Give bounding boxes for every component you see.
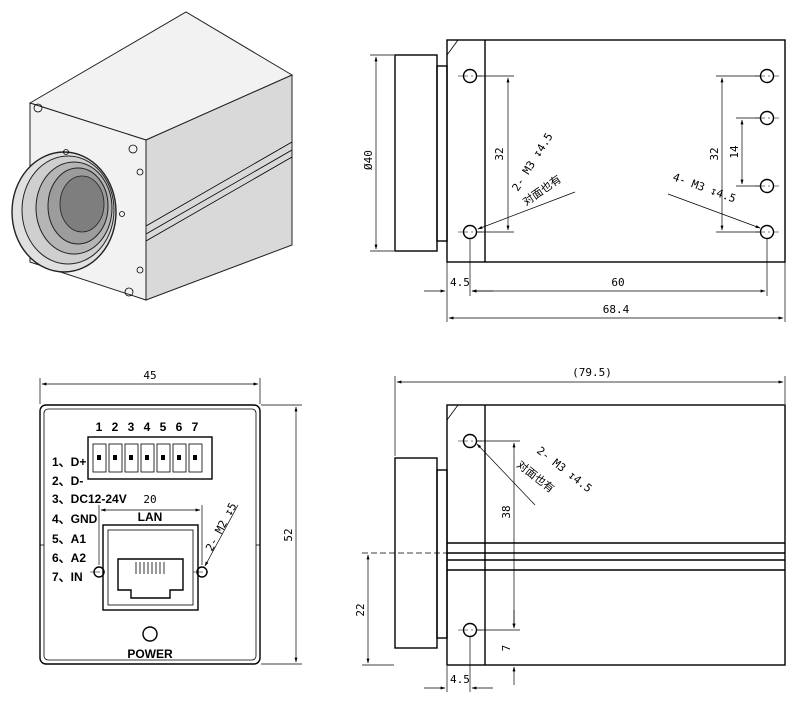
pin-number-2: 2 bbox=[112, 420, 119, 434]
dim-32-right: 32 bbox=[708, 147, 721, 160]
dim-32-left: 32 bbox=[493, 147, 506, 160]
pin-number-3: 3 bbox=[128, 420, 135, 434]
pin-label-dc: 3、DC12-24V bbox=[52, 492, 127, 506]
dim-4-5-bottom: 4.5 bbox=[450, 673, 470, 686]
back-view: 1 2 3 4 5 6 7 1、D+ 2、D- 3、DC12-24V 4、GND… bbox=[39, 369, 302, 665]
pin-number-5: 5 bbox=[160, 420, 167, 434]
pin-label-gnd: 4、GND bbox=[52, 512, 98, 526]
isometric-view bbox=[11, 11, 294, 301]
dim-60: 60 bbox=[611, 276, 624, 289]
dim-22: 22 bbox=[354, 603, 367, 616]
overall-length-dim: (79.5) bbox=[572, 366, 612, 379]
dim-68-4: 68.4 bbox=[603, 303, 630, 316]
power-label: POWER bbox=[127, 647, 173, 661]
pin-number-4: 4 bbox=[144, 420, 151, 434]
dim-14: 14 bbox=[728, 145, 741, 159]
pin-label-a1: 5、A1 bbox=[52, 532, 86, 546]
pin-label-in: 7、IN bbox=[52, 570, 83, 584]
dim-38: 38 bbox=[500, 505, 513, 518]
pin-number-7: 7 bbox=[192, 420, 199, 434]
back-height-dim: 52 bbox=[282, 528, 295, 541]
bottom-view: (79.5) 2- M3 ↧4.5 对面也有 38 7 22 4.5 bbox=[354, 366, 786, 692]
back-width-dim: 45 bbox=[143, 369, 156, 382]
pin-number-6: 6 bbox=[176, 420, 183, 434]
screw-note: 2- M2 ↧5 bbox=[203, 501, 239, 554]
lan-label: LAN bbox=[138, 510, 163, 524]
dim-7: 7 bbox=[500, 645, 513, 652]
side-view: Ø40 32 2- M3 ↧4.5 对面也有 32 14 4- M3 ↧4.5 … bbox=[362, 39, 786, 322]
pin-sockets bbox=[92, 443, 203, 473]
lan-contacts bbox=[135, 562, 165, 574]
pin-number-1: 1 bbox=[96, 420, 103, 434]
pin-label-a2: 6、A2 bbox=[52, 551, 86, 565]
lan-spacing-dim: 20 bbox=[143, 493, 156, 506]
pin-label-d-plus: 1、D+ bbox=[52, 455, 86, 469]
pin-label-d-minus: 2、D- bbox=[52, 474, 83, 488]
note-right: 4- M3 ↧4.5 bbox=[671, 171, 738, 206]
dim-4-5-top: 4.5 bbox=[450, 276, 470, 289]
diameter-label: Ø40 bbox=[362, 150, 375, 170]
